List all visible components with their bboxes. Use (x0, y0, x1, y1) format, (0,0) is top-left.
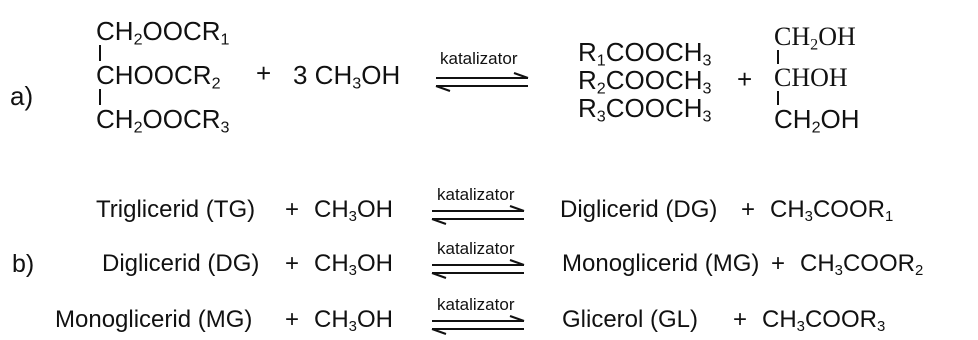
step-1-product: Diglicerid (DG) (560, 196, 718, 223)
step-3-reactant: Monoglicerid (MG) (55, 306, 253, 333)
step-1-methyl-ester: CH3COOR1 (770, 196, 894, 226)
bond-line (99, 45, 101, 61)
glycerol-line-3: CH2OH (774, 104, 860, 137)
catalyst-label: katalizator (437, 185, 515, 204)
equilibrium-arrow (435, 72, 529, 92)
step-3-methanol: CH3OH (314, 306, 393, 336)
label-b: b) (12, 250, 35, 278)
plus-sign: + (733, 306, 748, 333)
methanol: 3 CH3OH (293, 60, 401, 93)
triglyceride-line-2: CHOOCR2 (96, 60, 221, 93)
equilibrium-arrow (431, 205, 525, 225)
triglyceride-line-3: CH2OOCR3 (96, 104, 230, 137)
step-3-product: Glicerol (GL) (562, 306, 699, 333)
glycerol-line-2: CHOH (774, 63, 848, 92)
plus-sign: + (741, 196, 756, 223)
methyl-ester-3: R3COOCH3 (578, 93, 712, 126)
plus-sign: + (285, 196, 300, 223)
step-2-methyl-ester: CH3COOR2 (800, 250, 924, 280)
step-1-reactant: Triglicerid (TG) (96, 196, 256, 223)
plus-sign: + (771, 250, 786, 277)
catalyst-label: katalizator (440, 49, 518, 68)
bond-line (777, 91, 779, 105)
step-2-product: Monoglicerid (MG) (562, 250, 760, 277)
catalyst-label: katalizator (437, 295, 515, 314)
bond-line (777, 50, 779, 64)
label-a: a) (10, 81, 34, 111)
plus-sign: + (285, 306, 300, 333)
step-2-reactant: Diglicerid (DG) (102, 250, 260, 277)
triglyceride-line-1: CH2OOCR1 (96, 16, 230, 49)
glycerol-line-1: CH2OH (774, 22, 856, 54)
bond-line (99, 89, 101, 105)
plus-sign: + (285, 250, 300, 277)
equilibrium-arrow (431, 259, 525, 279)
catalyst-label: katalizator (437, 239, 515, 258)
step-2-methanol: CH3OH (314, 250, 393, 280)
methyl-ester-2: R2COOCH3 (578, 65, 712, 98)
step-3-methyl-ester: CH3COOR3 (762, 306, 886, 336)
methyl-ester-1: R1COOCH3 (578, 37, 712, 70)
plus-sign: + (737, 64, 753, 94)
step-1-methanol: CH3OH (314, 196, 393, 226)
equilibrium-arrow (431, 315, 525, 335)
plus-sign: + (256, 58, 272, 88)
